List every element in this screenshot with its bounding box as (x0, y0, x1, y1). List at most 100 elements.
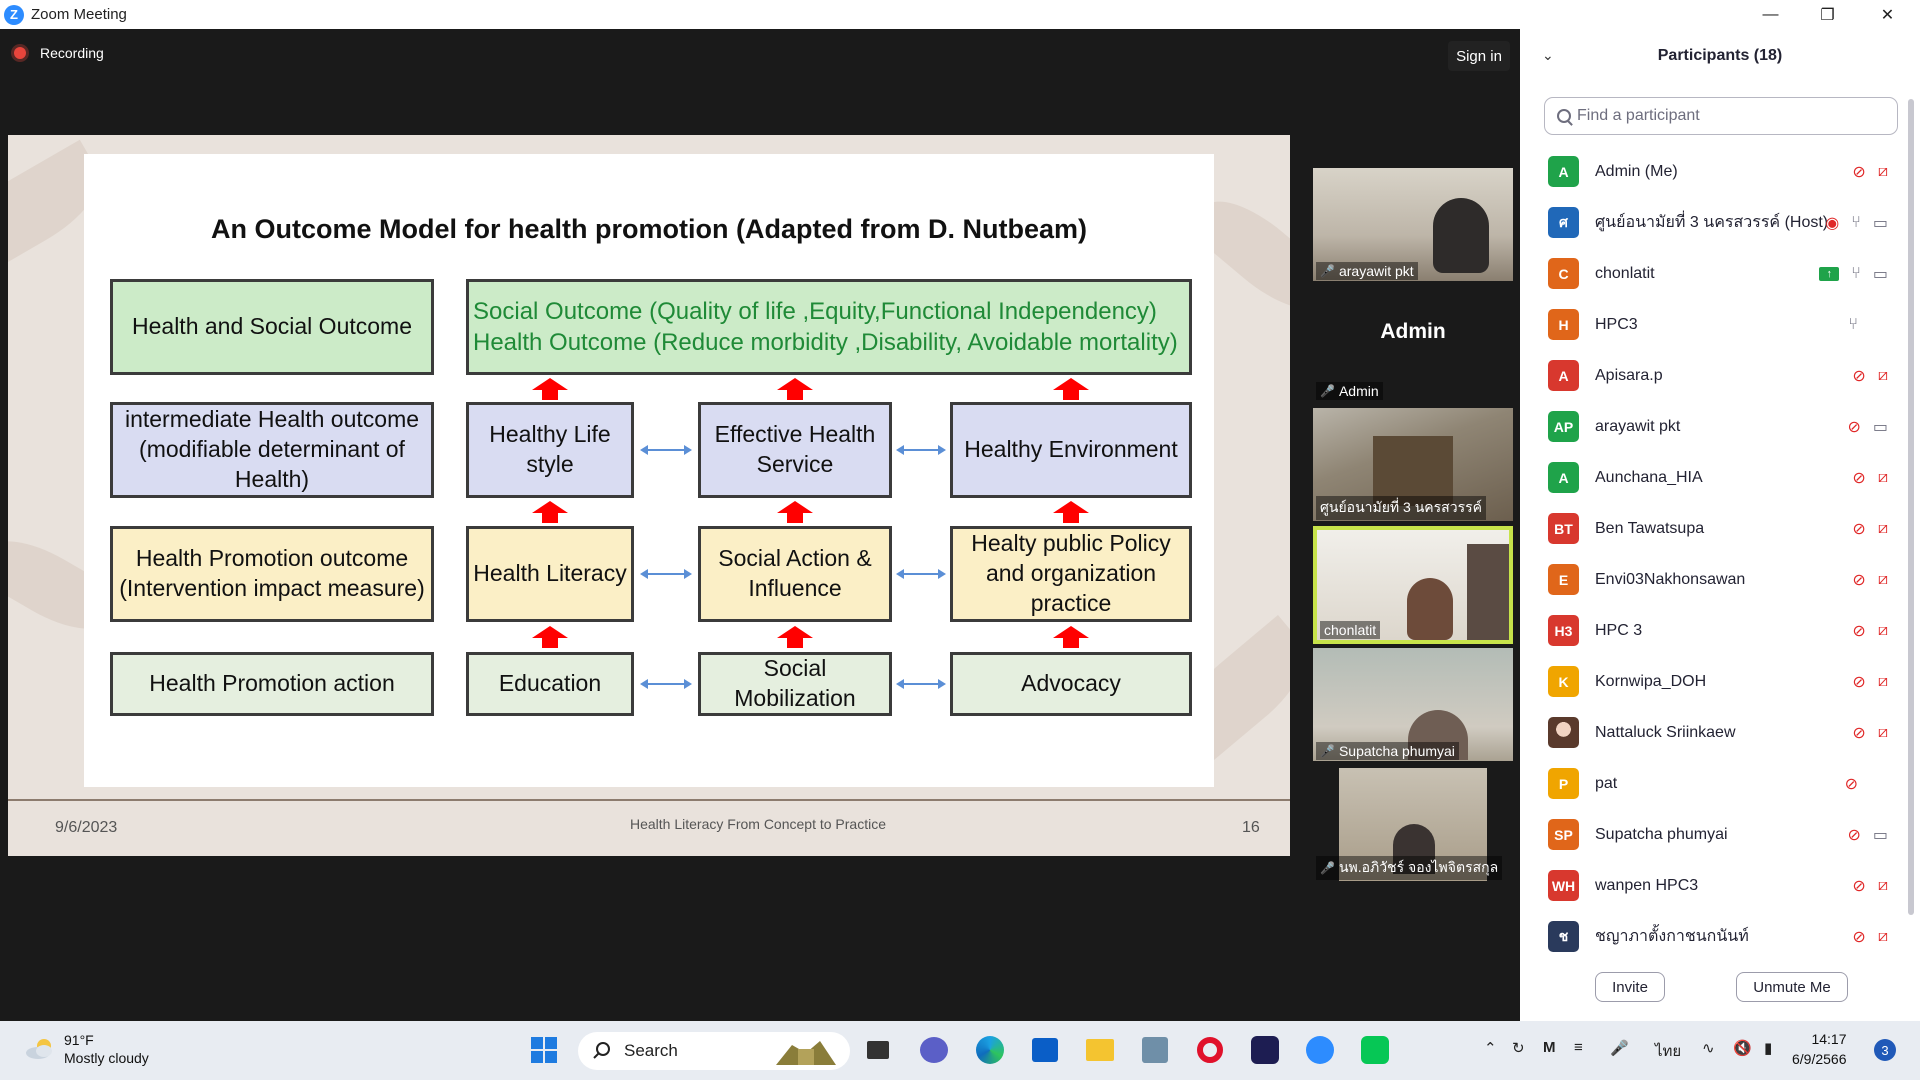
participant-avatar: C (1548, 258, 1579, 289)
edge-browser-icon[interactable] (973, 1033, 1007, 1067)
tray-settings-icon[interactable]: ≡ (1574, 1039, 1583, 1056)
participant-avatar: H (1548, 309, 1579, 340)
search-icon (1557, 109, 1571, 123)
mic-muted-icon[interactable]: ⊘ (1852, 469, 1866, 487)
mic-muted-icon[interactable]: ⊘ (1852, 163, 1866, 181)
system-clock[interactable]: 14:17 6/9/2566 (1792, 1029, 1847, 1069)
input-language[interactable]: ไทย (1655, 1043, 1682, 1060)
mic-muted-icon[interactable]: ⊘ (1852, 571, 1866, 589)
unmute-me-button[interactable]: Unmute Me (1736, 972, 1848, 1002)
video-camera-icon[interactable]: ▭ (1872, 418, 1888, 436)
video-off-icon[interactable]: ⧄ (1877, 468, 1888, 486)
participant-avatar: A (1548, 360, 1579, 391)
video-off-icon[interactable]: ⧄ (1877, 519, 1888, 537)
windows-start-icon[interactable] (527, 1033, 561, 1067)
mic-muted-icon[interactable]: ⊘ (1852, 928, 1866, 946)
video-off-icon[interactable]: ⧄ (1877, 672, 1888, 690)
video-tile[interactable]: 🎤Supatcha phumyai (1313, 648, 1513, 761)
line-app-icon[interactable] (1358, 1033, 1392, 1067)
microphone-icon[interactable]: ⑂ (1851, 213, 1861, 231)
taskbar-search-box[interactable]: Search (578, 1032, 850, 1070)
participant-search-input[interactable]: Find a participant (1544, 97, 1898, 135)
mic-muted-icon[interactable]: ⊘ (1852, 520, 1866, 538)
file-explorer-icon[interactable] (1083, 1033, 1117, 1067)
video-camera-icon[interactable]: ▭ (1872, 826, 1888, 844)
participant-status-icons: ⑂ (1848, 316, 1888, 334)
participant-silhouette (1408, 710, 1468, 760)
video-tile[interactable]: Admin 🎤Admin (1313, 288, 1513, 401)
mic-muted-icon[interactable]: ⊘ (1852, 367, 1866, 385)
participant-avatar: P (1548, 768, 1579, 799)
video-tile-active-speaker[interactable]: chonlatit (1313, 526, 1513, 644)
participant-list-scrollbar[interactable] (1908, 99, 1914, 915)
participant-row[interactable]: Nattaluck Sriinkaew⊘⧄ (1520, 707, 1910, 758)
mic-muted-icon[interactable]: ⊘ (1847, 418, 1861, 436)
participant-silhouette (1407, 578, 1453, 640)
microphone-tray-icon[interactable]: 🎤 (1610, 1040, 1629, 1057)
participant-row[interactable]: ชชญาภาตั้งกาชนกนันท์⊘⧄ (1520, 911, 1910, 962)
slide-footer-divider (8, 799, 1290, 801)
video-off-icon[interactable]: ⧄ (1877, 621, 1888, 639)
teams-chat-icon[interactable] (917, 1033, 951, 1067)
video-name-label: ศูนย์อนามัยที่ 3 นครสวรรค์ (1316, 496, 1486, 520)
video-off-icon[interactable]: ⧄ (1877, 876, 1888, 894)
mic-muted-icon[interactable]: ⊘ (1852, 877, 1866, 895)
video-tile[interactable]: 🎤arayawit pkt (1313, 168, 1513, 281)
photos-app-icon[interactable] (1138, 1033, 1172, 1067)
mic-muted-icon[interactable]: ⊘ (1852, 673, 1866, 691)
video-tile[interactable]: 🎤นพ.อภิวัชร์ จองไพจิตรสกุล (1313, 768, 1513, 881)
sign-in-button[interactable]: Sign in (1448, 41, 1510, 71)
wifi-icon[interactable]: ∿ (1702, 1040, 1715, 1057)
invite-button[interactable]: Invite (1595, 972, 1665, 1002)
mic-muted-icon[interactable]: ⊘ (1852, 622, 1866, 640)
microphone-icon[interactable]: ⑂ (1851, 264, 1861, 282)
mic-muted-icon[interactable]: ⊘ (1852, 724, 1866, 742)
restore-button[interactable]: ❐ (1820, 6, 1835, 24)
sync-icon[interactable]: ↻ (1512, 1040, 1525, 1057)
volume-muted-icon[interactable]: 🔇 (1733, 1040, 1752, 1057)
zoom-app-icon[interactable] (1303, 1033, 1337, 1067)
task-view-icon[interactable] (861, 1033, 895, 1067)
video-off-icon[interactable]: ⧄ (1877, 723, 1888, 741)
video-off-icon[interactable]: ⧄ (1877, 162, 1888, 180)
webex-app-icon[interactable] (1248, 1033, 1282, 1067)
chevron-down-icon[interactable]: ⌄ (1542, 47, 1554, 63)
video-off-icon[interactable]: ⧄ (1877, 570, 1888, 588)
tray-app-icon[interactable]: M (1543, 1039, 1556, 1056)
video-camera-icon[interactable]: ▭ (1872, 214, 1888, 232)
video-camera-icon[interactable]: ▭ (1872, 265, 1888, 283)
show-hidden-icons-chevron-icon[interactable]: ⌃ (1484, 1040, 1497, 1057)
close-button[interactable]: ✕ (1880, 6, 1895, 24)
video-off-icon[interactable]: ⧄ (1877, 927, 1888, 945)
minimize-button[interactable]: — (1762, 5, 1779, 23)
up-arrow-icon (777, 378, 813, 400)
recording-indicator[interactable]: Recording (14, 45, 104, 61)
notification-badge[interactable]: 3 (1874, 1039, 1896, 1061)
up-arrow-icon (532, 626, 568, 648)
temple-search-highlight-icon (776, 1041, 836, 1065)
video-off-icon[interactable]: ⧄ (1877, 366, 1888, 384)
opera-browser-icon[interactable] (1193, 1033, 1227, 1067)
microsoft-store-icon[interactable] (1028, 1033, 1062, 1067)
battery-icon[interactable]: ▮ (1764, 1040, 1773, 1057)
weather-widget[interactable]: 91°F Mostly cloudy (24, 1031, 149, 1067)
participant-row[interactable]: ศศูนย์อนามัยที่ 3 นครสวรรค์ (Host)◉⑂▭ (1520, 197, 1910, 248)
microphone-icon[interactable]: ⑂ (1848, 315, 1858, 333)
mic-muted-icon[interactable]: ⊘ (1844, 775, 1858, 793)
video-tile[interactable]: ศูนย์อนามัยที่ 3 นครสวรรค์ (1313, 408, 1513, 521)
mic-muted-icon[interactable]: ⊘ (1847, 826, 1861, 844)
bidirectional-arrow-icon (640, 679, 692, 689)
